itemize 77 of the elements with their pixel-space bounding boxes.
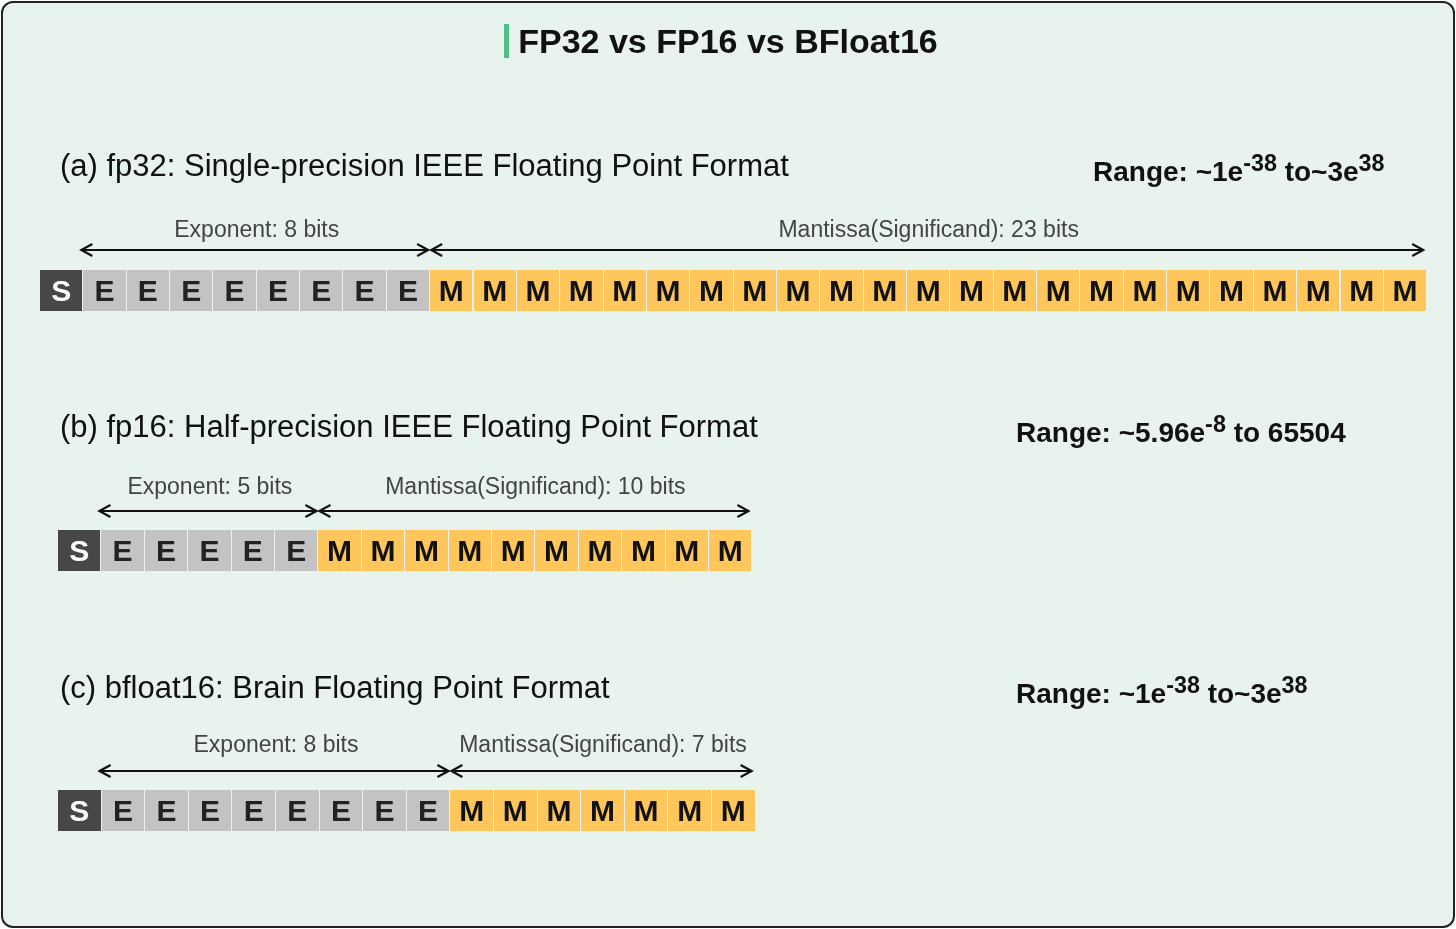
mantissa-bit-cell: M <box>1297 270 1341 311</box>
exponent-bit-cell: E <box>126 270 171 311</box>
mantissa-bit-cell: M <box>1167 270 1211 311</box>
exponent-bit-cell: E <box>300 270 344 311</box>
exponent-bit-cell: E <box>319 790 364 831</box>
dimension-label: Mantissa(Significand): 23 bits <box>778 216 1079 243</box>
mantissa-bit-cell: M <box>448 530 492 571</box>
section-heading: (c) bfloat16: Brain Floating Point Format <box>60 670 610 706</box>
mantissa-bit-cell: M <box>863 270 907 311</box>
section-heading: (b) fp16: Half-precision IEEE Floating Point Format <box>60 409 758 445</box>
exponent-bit-cell: E <box>144 530 189 571</box>
mantissa-bit-cell: M <box>1383 270 1428 311</box>
mantissa-bit-cell: M <box>665 530 709 571</box>
exponent-bit-cell: E <box>256 270 301 311</box>
mantissa-bit-cell: M <box>318 530 362 571</box>
mantissa-bit-cell: M <box>516 270 561 311</box>
dimension-label: Exponent: 8 bits <box>193 731 359 758</box>
mantissa-bit-cell: M <box>1340 270 1384 311</box>
exponent-bit-cell: E <box>213 270 257 311</box>
dimension-label: Mantissa(Significand): 10 bits <box>385 473 686 500</box>
diagram-title: FP32 vs FP16 vs BFloat16 <box>518 22 938 60</box>
mantissa-bit-cell: M <box>430 270 474 311</box>
exponent-bit-cell: E <box>188 530 232 571</box>
mantissa-bit-cell: M <box>709 530 753 571</box>
mantissa-bit-cell: M <box>1123 270 1168 311</box>
exponent-bit-cell: E <box>231 530 275 571</box>
range-text: Range: ~5.96e$^{-8}$ to 65504 <box>1016 411 1346 450</box>
mantissa-bit-cell: M <box>622 530 666 571</box>
mantissa-bit-cell: M <box>646 270 691 311</box>
mantissa-bit-cell: M <box>1080 270 1124 311</box>
mantissa-bit-cell: M <box>473 270 517 311</box>
range-text: Range: ~1e$^{-38}$ to~3e$^{38}$ <box>1016 672 1308 711</box>
mantissa-bit-cell: M <box>624 790 669 831</box>
sign-bit-cell: S <box>58 790 102 831</box>
mantissa-bit-cell: M <box>712 790 756 831</box>
exponent-bit-cell: E <box>363 790 407 831</box>
exponent-bit-cell: E <box>145 790 189 831</box>
exponent-bit-cell: E <box>275 530 319 571</box>
mantissa-bit-cell: M <box>603 270 647 311</box>
dimension-label: Exponent: 8 bits <box>174 216 340 243</box>
mantissa-bit-cell: M <box>820 270 864 311</box>
dimension-label: Exponent: 5 bits <box>127 473 293 500</box>
exponent-bit-cell: E <box>101 530 145 571</box>
mantissa-bit-cell: M <box>668 790 712 831</box>
mantissa-bit-cell: M <box>907 270 951 311</box>
mantissa-bit-cell: M <box>1253 270 1298 311</box>
mantissa-bit-cell: M <box>776 270 821 311</box>
sign-bit-cell: S <box>40 270 84 311</box>
exponent-bit-cell: E <box>83 270 127 311</box>
mantissa-bit-cell: M <box>537 790 582 831</box>
mantissa-bit-cell: M <box>492 530 536 571</box>
mantissa-bit-cell: M <box>993 270 1038 311</box>
exponent-bit-cell: E <box>232 790 276 831</box>
mantissa-bit-cell: M <box>560 270 604 311</box>
mantissa-bit-cell: M <box>950 270 994 311</box>
mantissa-bit-cell: M <box>405 530 449 571</box>
sign-bit-cell: S <box>58 530 102 571</box>
exponent-bit-cell: E <box>343 270 387 311</box>
exponent-bit-cell: E <box>406 790 451 831</box>
section-heading: (a) fp32: Single-precision IEEE Floating Point Format <box>60 148 789 184</box>
mantissa-bit-cell: M <box>535 530 579 571</box>
mantissa-bit-cell: M <box>1037 270 1081 311</box>
exponent-bit-cell: E <box>188 790 233 831</box>
mantissa-bit-cell: M <box>361 530 406 571</box>
exponent-bit-cell: E <box>170 270 214 311</box>
mantissa-bit-cell: M <box>494 790 538 831</box>
mantissa-bit-cell: M <box>1210 270 1254 311</box>
dimension-label: Mantissa(Significand): 7 bits <box>459 731 747 758</box>
mantissa-bit-cell: M <box>733 270 777 311</box>
exponent-bit-cell: E <box>386 270 431 311</box>
exponent-bit-cell: E <box>276 790 320 831</box>
exponent-bit-cell: E <box>101 790 146 831</box>
mantissa-bit-cell: M <box>581 790 625 831</box>
range-text: Range: ~1e$^{-38}$ to~3e$^{38}$ <box>1093 150 1385 189</box>
mantissa-bit-cell: M <box>690 270 734 311</box>
mantissa-bit-cell: M <box>450 790 494 831</box>
mantissa-bit-cell: M <box>578 530 623 571</box>
